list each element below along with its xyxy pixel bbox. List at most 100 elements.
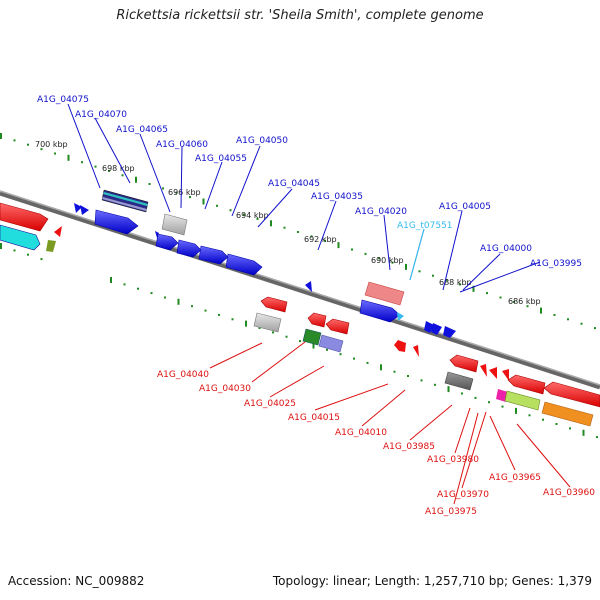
- gene-A1G_03985[interactable]: [449, 354, 479, 373]
- scale-tick-major: [202, 198, 205, 205]
- gene-A1G_03965[interactable]: [507, 374, 546, 395]
- gene-label: A1G_03960: [543, 488, 595, 498]
- gene-olive[interactable]: [46, 240, 56, 252]
- scale-label: 688 kbp: [439, 278, 472, 287]
- gene-lavender[interactable]: [318, 334, 344, 353]
- scale-tick-minor: [137, 287, 139, 290]
- gene-label: A1G_03965: [489, 473, 541, 483]
- gene-small-blue[interactable]: [74, 203, 82, 213]
- gene-label: A1G_04075: [37, 95, 89, 105]
- scale-tick-major: [0, 243, 2, 249]
- scale-tick-minor: [204, 309, 207, 312]
- scale-tick-minor: [162, 187, 164, 190]
- scale-tick-minor: [580, 322, 583, 325]
- scale-label: 686 kbp: [508, 297, 541, 306]
- scale-tick-minor: [272, 331, 274, 334]
- gene-small-blue[interactable]: [80, 205, 89, 215]
- scale-tick-minor: [553, 314, 556, 316]
- gene-A1G_04000[interactable]: [431, 323, 442, 335]
- scale-tick-major: [312, 342, 315, 349]
- scale-tick-minor: [486, 292, 488, 295]
- scale-tick-minor: [150, 292, 153, 295]
- gene-small-red[interactable]: [502, 369, 509, 381]
- scale-label: 694 kbp: [236, 211, 269, 220]
- gene-A1G_03970[interactable]: [489, 367, 497, 379]
- scale-tick-minor: [13, 139, 16, 142]
- scale-tick-minor: [378, 257, 380, 260]
- gene-label: A1G_04020: [355, 207, 407, 217]
- bottom-leader-lines: [209, 341, 571, 505]
- scale-tick-minor: [513, 300, 515, 303]
- gene-label: A1G_04050: [236, 136, 288, 146]
- gene-A1G_04065[interactable]: [161, 213, 188, 236]
- scale-tick-minor: [40, 258, 43, 261]
- gene-lime[interactable]: [504, 390, 541, 411]
- scale-tick-major: [245, 320, 247, 327]
- gene-A1G_03960[interactable]: [543, 381, 600, 408]
- gene-A1G_04015-fwd[interactable]: [359, 299, 401, 323]
- gene-label: A1G_04045: [268, 179, 320, 189]
- scale-tick-minor: [121, 174, 124, 177]
- gene-A1G_04010[interactable]: [413, 345, 419, 357]
- scale-tick-minor: [364, 252, 367, 255]
- gene-orange[interactable]: [541, 401, 594, 427]
- scale-tick-minor: [299, 340, 301, 343]
- gene-A1G_04075[interactable]: [94, 209, 139, 235]
- gene-cyan[interactable]: [0, 224, 41, 251]
- gene-label: A1G_03995: [530, 259, 582, 269]
- gene-A1G_04055[interactable]: [176, 239, 202, 258]
- gene-small-red[interactable]: [54, 226, 62, 237]
- scale-tick-minor: [297, 231, 299, 233]
- gene-A1G_04030[interactable]: [253, 312, 282, 333]
- scale-tick-minor: [189, 196, 191, 199]
- scale-tick-minor: [569, 427, 571, 430]
- scale-tick-minor: [108, 169, 110, 172]
- trna-label: A1G_t07551: [397, 221, 453, 231]
- gene-label: A1G_04035: [311, 192, 363, 202]
- scale-tick-minor: [54, 152, 56, 155]
- gene-magenta[interactable]: [496, 389, 508, 402]
- gene-A1G_04050[interactable]: [198, 245, 229, 265]
- gene-A1G_04045[interactable]: [225, 253, 263, 276]
- gene-label: A1G_03980: [427, 455, 479, 465]
- gene-label: A1G_04060: [156, 140, 208, 150]
- gene-A1G_04035[interactable]: [305, 281, 312, 292]
- gene-A1G_04025[interactable]: [307, 312, 327, 328]
- gene-green[interactable]: [302, 328, 322, 346]
- gene-label: A1G_04065: [116, 125, 168, 135]
- scale-tick-minor: [191, 305, 193, 308]
- scale-tick-minor: [94, 165, 97, 168]
- gene-A1G_04040[interactable]: [260, 296, 288, 313]
- scale-tick-minor: [555, 423, 558, 425]
- scale-tick-minor: [488, 401, 490, 404]
- gene-A1G_04015[interactable]: [394, 340, 406, 352]
- gene-label: A1G_04055: [195, 154, 247, 164]
- gene-A1G_03975[interactable]: [480, 364, 487, 377]
- scale-tick-minor: [243, 213, 245, 216]
- scale-tick-minor: [542, 418, 544, 421]
- scale-tick-minor: [432, 274, 434, 277]
- genome-backbone-highlight: [0, 190, 600, 386]
- trna-leader-line: [409, 228, 425, 281]
- scale-tick-minor: [324, 239, 326, 242]
- scale-tick-minor: [13, 249, 16, 252]
- scale-tick-minor: [445, 279, 448, 281]
- gene-reverse[interactable]: [0, 202, 49, 232]
- gene-A1G_03980[interactable]: [444, 371, 474, 391]
- trna-A1G_t07551[interactable]: [397, 312, 404, 321]
- scale-tick-major: [0, 133, 2, 139]
- scale-tick-major: [540, 307, 542, 314]
- reverse-genes: [253, 296, 600, 427]
- gene-A1G_04060[interactable]: [155, 233, 179, 251]
- gene-A1G_03995[interactable]: [443, 326, 456, 338]
- accession-label: Accession: NC_009882: [8, 574, 145, 588]
- scale-tick-minor: [148, 183, 151, 185]
- gene-label: A1G_04005: [439, 202, 491, 212]
- scale-tick-minor: [499, 296, 502, 299]
- scale-tick-minor: [351, 248, 353, 251]
- gene-A1G_04020[interactable]: [364, 281, 405, 306]
- genome-backbone: [0, 190, 600, 390]
- scale-tick-minor: [283, 226, 286, 229]
- gene-A1G_04025b[interactable]: [325, 318, 350, 335]
